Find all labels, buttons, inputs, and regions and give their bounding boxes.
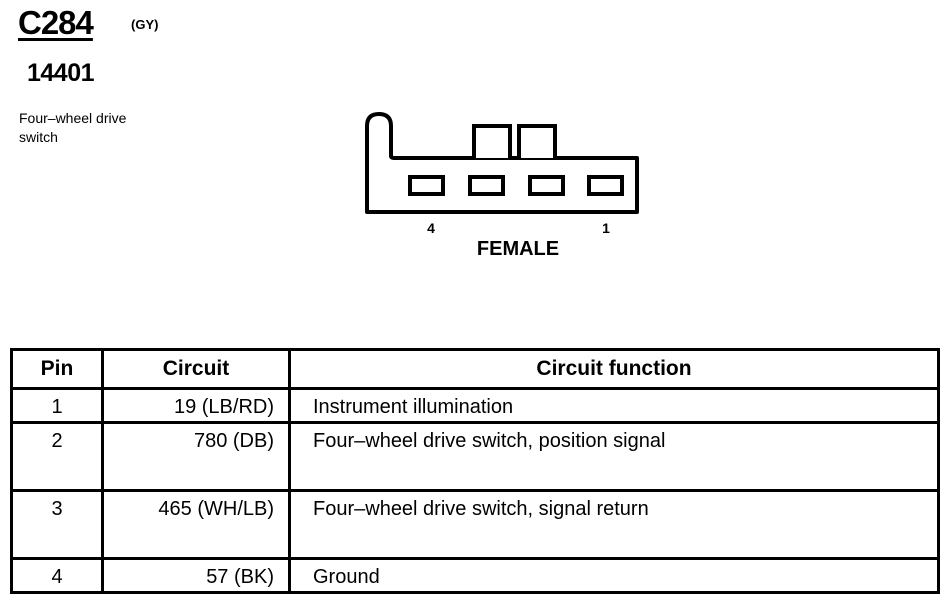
part-number: 14401 [27,59,95,87]
header-circuit-function: Circuit function [288,348,940,390]
circuit-value: 57 (BK) [206,566,274,588]
pin-cell: 2 [10,421,104,492]
circuit-function: Four–wheel drive switch, signal return [313,498,649,520]
pin-number: 1 [51,396,63,418]
function-cell: Ground [288,557,940,594]
gender-label: FEMALE [477,238,559,260]
table-row: 1 19 (LB/RD) Instrument illumination [10,387,940,424]
pin-label-4: 4 [427,220,435,236]
connector-id: C284 [18,4,94,41]
circuit-value: 19 (LB/RD) [173,396,274,418]
circuit-function: Instrument illumination [313,396,514,418]
table-row: 2 780 (DB) Four–wheel drive switch, posi… [10,421,940,492]
header-pin: Pin [10,348,104,390]
table-row: 3 465 (WH/LB) Four–wheel drive switch, s… [10,489,940,560]
pin-number: 4 [51,566,63,588]
circuit-cell: 57 (BK) [101,557,291,594]
locking-tab [472,124,512,158]
circuit-function: Four–wheel drive switch, position signal [313,430,666,452]
circuit-cell: 465 (WH/LB) [101,489,291,560]
locking-tab [517,124,557,158]
circuit-value: 780 (DB) [193,430,274,452]
function-cell: Four–wheel drive switch, position signal [288,421,940,492]
function-cell: Four–wheel drive switch, signal return [288,489,940,560]
connector-color-code: (GY) [131,17,159,32]
pin-cavity-1 [587,175,624,196]
header-circuit: Circuit [101,348,291,390]
pin-cell: 3 [10,489,104,560]
pin-cell: 1 [10,387,104,424]
function-cell: Instrument illumination [288,387,940,424]
circuit-value: 465 (WH/LB) [158,498,274,520]
table-row: 4 57 (BK) Ground [10,557,940,594]
circuit-cell: 19 (LB/RD) [101,387,291,424]
component-description: Four–wheel drive switch [19,110,127,145]
pin-cavity-4 [408,175,445,196]
table-header-row: Pin Circuit Circuit function [10,348,940,390]
circuit-function: Ground [313,566,380,588]
pin-number: 2 [51,430,63,452]
circuit-cell: 780 (DB) [101,421,291,492]
pin-cavity-2 [528,175,565,196]
pin-number: 3 [51,498,63,520]
pin-function-table: Pin Circuit Circuit function 1 19 (LB/RD… [10,348,940,594]
pin-cavity-3 [468,175,505,196]
pin-cell: 4 [10,557,104,594]
pin-label-1: 1 [602,220,610,236]
connector-face-diagram: 4 1 FEMALE [365,112,639,260]
